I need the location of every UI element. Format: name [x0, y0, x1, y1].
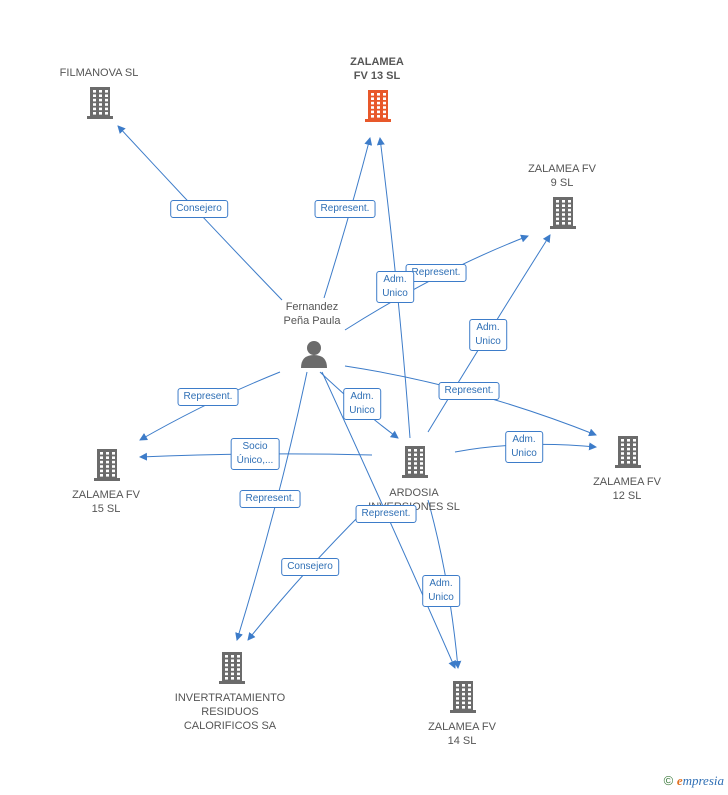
building-icon[interactable] — [87, 87, 113, 119]
building-icon[interactable] — [94, 449, 120, 481]
edge-label-3[interactable]: Adm. Unico — [376, 271, 414, 303]
edge-label-4[interactable]: Adm. Unico — [469, 319, 507, 351]
edge-label-line: Represent. — [444, 385, 494, 396]
relation-edge-1 — [323, 137, 373, 299]
edge-label-line: Consejero — [287, 561, 333, 572]
edge-label-line: Único,... — [236, 455, 274, 466]
node-label-line: RESIDUOS — [201, 706, 259, 718]
edge-label-line: Consejero — [176, 203, 222, 214]
building-icon[interactable] — [219, 652, 245, 684]
edge-label-line: Adm. — [476, 322, 500, 333]
edge-label-5[interactable]: Represent. — [438, 382, 500, 400]
node-label-line: ZALAMEA FV — [428, 721, 496, 733]
edge-label-line: Unico — [475, 336, 501, 347]
edge-label-line: Represent. — [361, 508, 411, 519]
edge-label-line: Unico — [511, 448, 537, 459]
node-label-line: ARDOSIA — [389, 487, 439, 499]
edge-label-line: Unico — [349, 405, 375, 416]
node-label-invertratamiento[interactable]: INVERTRATAMIENTO RESIDUOS CALORIFICOS SA — [175, 691, 285, 733]
node-label-line: 9 SL — [550, 177, 574, 189]
edge-label-0[interactable]: Consejero — [170, 200, 228, 218]
edge-label-7[interactable]: Represent. — [177, 388, 239, 406]
copyright-symbol: © — [663, 773, 674, 788]
node-label-zalamea9[interactable]: ZALAMEA FV 9 SL — [528, 162, 596, 190]
edge-label-line: Represent. — [245, 493, 295, 504]
edge-label-10[interactable]: Represent. — [239, 490, 301, 508]
building-icon[interactable] — [365, 90, 391, 122]
edge-label-1[interactable]: Represent. — [314, 200, 376, 218]
node-label-line: ZALAMEA FV — [593, 476, 661, 488]
node-label-zalamea14[interactable]: ZALAMEA FV 14 SL — [428, 720, 496, 748]
node-label-line: FILMANOVA SL — [59, 67, 139, 79]
edge-label-12[interactable]: Consejero — [281, 558, 339, 576]
edge-label-6[interactable]: Adm. Unico — [343, 388, 381, 420]
edge-label-line: Adm. — [429, 578, 453, 589]
edge-label-line: Represent. — [411, 267, 461, 278]
building-icon[interactable] — [450, 681, 476, 713]
node-label-line: 12 SL — [612, 490, 642, 502]
edge-label-line: Unico — [382, 288, 408, 299]
relation-edge-7 — [139, 371, 281, 441]
building-icon[interactable] — [615, 436, 641, 468]
edge-label-11[interactable]: Represent. — [355, 505, 417, 523]
edge-label-line: Socio — [242, 441, 268, 452]
edge-label-line: Represent. — [320, 203, 370, 214]
relation-edge-5 — [344, 365, 597, 437]
node-label-zalamea15[interactable]: ZALAMEA FV 15 SL — [72, 488, 140, 516]
edge-label-line: Unico — [428, 592, 454, 603]
edge-label-line: Represent. — [183, 391, 233, 402]
node-label-line: 15 SL — [91, 503, 121, 515]
edge-label-line: Adm. — [350, 391, 374, 402]
building-icon[interactable] — [402, 446, 428, 478]
edge-label-2[interactable]: Represent. — [405, 264, 467, 282]
edge-label-13[interactable]: Adm. Unico — [422, 575, 460, 607]
footer-brand: © empresia — [664, 773, 724, 789]
node-label-zalamea12[interactable]: ZALAMEA FV 12 SL — [593, 475, 661, 503]
node-label-line: 14 SL — [447, 735, 477, 747]
empresia-logo: empresia — [676, 773, 724, 788]
node-label-line: ZALAMEA FV — [528, 163, 596, 175]
node-label-line: FV 13 SL — [353, 70, 401, 82]
edge-label-line: Adm. — [383, 274, 407, 285]
node-label-zalamea13[interactable]: ZALAMEA FV 13 SL — [350, 55, 404, 83]
edge-label-line: Adm. — [512, 434, 536, 445]
node-label-line: Peña Paula — [283, 315, 341, 327]
person-icon[interactable] — [301, 341, 327, 368]
node-label-line: ZALAMEA FV — [72, 489, 140, 501]
relation-edge-2 — [344, 234, 529, 331]
building-icon[interactable] — [550, 197, 576, 229]
node-label-line: Fernandez — [285, 301, 339, 313]
node-label-filmanova[interactable]: FILMANOVA SL — [60, 66, 139, 80]
node-label-line: CALORIFICOS SA — [183, 720, 277, 732]
edge-label-9[interactable]: Adm. Unico — [505, 431, 543, 463]
node-label-line: ZALAMEA — [350, 56, 404, 68]
node-label-line: INVERTRATAMIENTO — [174, 692, 286, 704]
